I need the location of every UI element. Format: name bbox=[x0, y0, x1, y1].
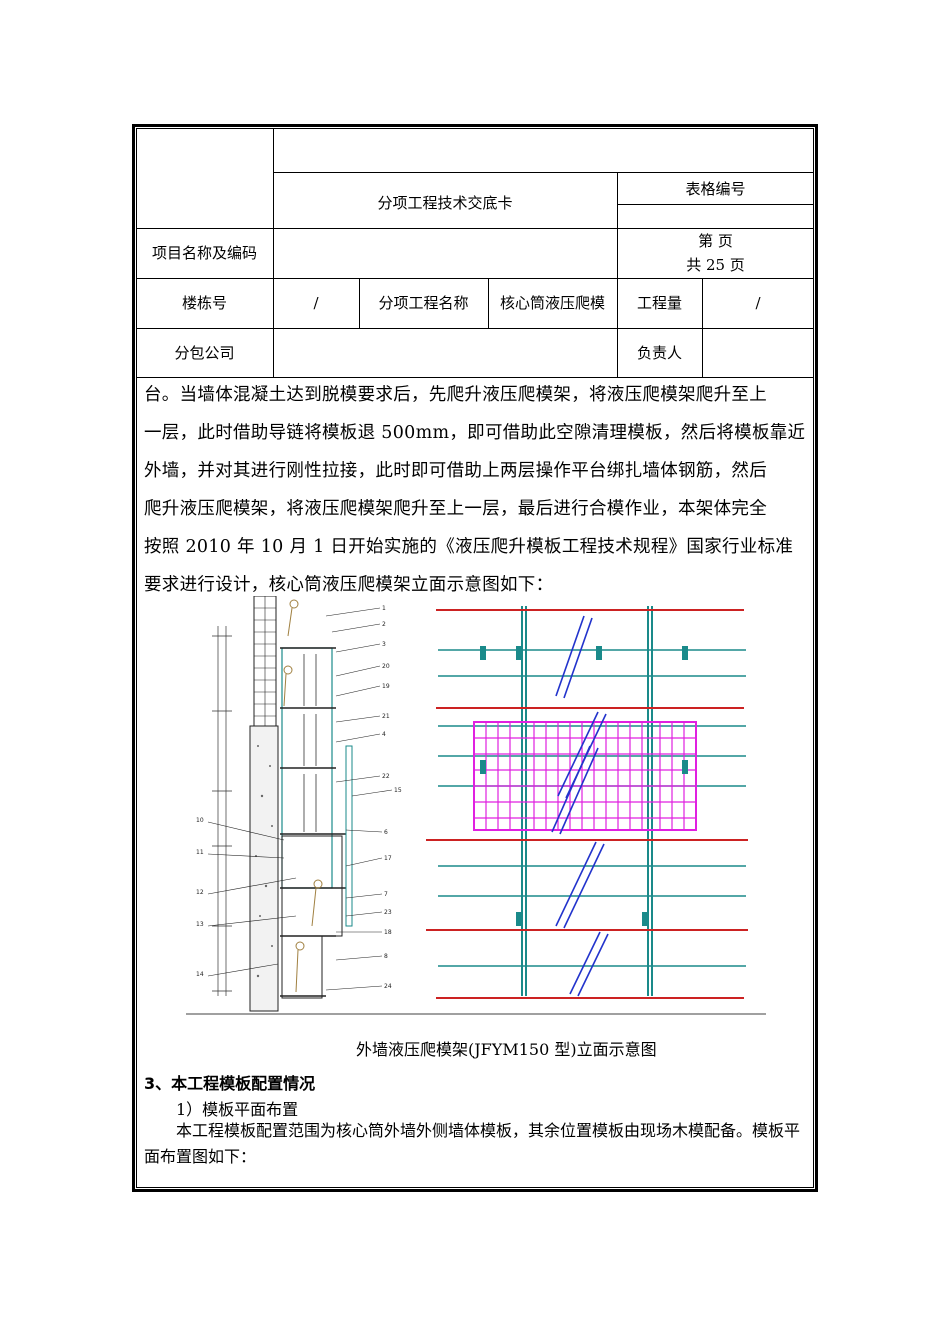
page-number: 第 页 bbox=[698, 232, 733, 250]
right-label: 6 bbox=[384, 829, 388, 836]
table-inner-border bbox=[136, 128, 814, 1188]
form-number-label: 表格编号 bbox=[685, 180, 746, 198]
right-label: 24 bbox=[384, 983, 392, 990]
body-line: 爬升液压爬模架，将液压爬模架爬升至上一层，最后进行合模作业，本架体完全 bbox=[144, 499, 767, 519]
form-title: 分项工程技术交底卡 bbox=[377, 194, 513, 212]
right-label: 21 bbox=[382, 713, 390, 720]
right-label: 1 bbox=[382, 605, 386, 612]
left-label: 10 bbox=[196, 817, 204, 824]
grid-line bbox=[136, 328, 814, 329]
grid-line bbox=[617, 172, 618, 377]
right-label: 8 bbox=[384, 953, 388, 960]
grid-line bbox=[273, 172, 814, 173]
grid-line bbox=[359, 278, 360, 328]
grid-line bbox=[273, 228, 274, 378]
figure-caption: 外墙液压爬模架(JFYM150 型)立面示意图 bbox=[356, 1040, 657, 1059]
grid-line bbox=[136, 278, 814, 279]
right-label: 7 bbox=[384, 891, 388, 898]
quantity-value: / bbox=[755, 294, 761, 312]
body-line: 外墙，并对其进行刚性拉接，此时即可借助上两层操作平台绑扎墙体钢筋，然后 bbox=[144, 461, 767, 481]
left-label: 11 bbox=[196, 849, 204, 856]
right-label: 19 bbox=[382, 683, 390, 690]
total-pages: 共 25 页 bbox=[686, 256, 745, 274]
right-label: 23 bbox=[384, 909, 392, 916]
right-label: 20 bbox=[382, 663, 390, 670]
right-label: 18 bbox=[384, 929, 392, 936]
grid-line bbox=[617, 204, 814, 205]
grid-line bbox=[488, 278, 489, 328]
side-section-drawing: 10 11 12 13 14 1 2 3 20 19 21 4 22 15 6 … bbox=[196, 596, 402, 1012]
right-label: 17 bbox=[384, 855, 392, 862]
table-outer-border bbox=[132, 124, 818, 1192]
quantity-label: 工程量 bbox=[636, 294, 682, 312]
right-label: 3 bbox=[382, 641, 386, 648]
left-label: 12 bbox=[196, 889, 204, 896]
grid-line bbox=[136, 228, 814, 229]
body-line: 要求进行设计，核心筒液压爬模架立面示意图如下： bbox=[144, 575, 554, 595]
building-value: / bbox=[313, 294, 319, 312]
right-label: 4 bbox=[382, 731, 386, 738]
section-heading: 3、本工程模板配置情况 bbox=[144, 1074, 316, 1093]
subcontractor-label: 分包公司 bbox=[174, 343, 235, 362]
building-label: 楼栋号 bbox=[181, 294, 227, 312]
subproject-label: 分项工程名称 bbox=[378, 294, 469, 312]
project-name-label: 项目名称及编码 bbox=[151, 244, 257, 262]
subproject-value: 核心筒液压爬模 bbox=[499, 294, 605, 312]
paragraph: 本工程模板配置范围为核心筒外墙外侧墙体模板，其余位置模板由现场木模配备。模板平面… bbox=[144, 1121, 801, 1166]
left-label: 14 bbox=[196, 971, 204, 978]
right-label: 2 bbox=[382, 621, 386, 628]
body-line: 一层，此时借助导链将模板退 500mm，即可借助此空隙清理模板，然后将模板靠近 bbox=[144, 423, 806, 443]
grid-line bbox=[273, 128, 274, 230]
sub-heading: 1）模板平面布置 bbox=[176, 1100, 299, 1119]
body-line: 台。当墙体混凝土达到脱模要求后，先爬升液压爬模架，将液压爬模架爬升至上 bbox=[144, 385, 767, 405]
climbing-formwork-elevation-figure: 10 11 12 13 14 1 2 3 20 19 21 4 22 15 6 … bbox=[186, 596, 766, 1015]
responsible-label: 负责人 bbox=[636, 343, 682, 362]
right-label: 15 bbox=[394, 787, 402, 794]
left-label: 13 bbox=[196, 921, 204, 928]
grid-line bbox=[136, 377, 814, 378]
body-line: 按照 2010 年 10 月 1 日开始实施的《液压爬升模板工程技术规程》国家行… bbox=[144, 537, 794, 557]
right-label: 22 bbox=[382, 773, 390, 780]
front-elevation-drawing bbox=[426, 606, 748, 999]
